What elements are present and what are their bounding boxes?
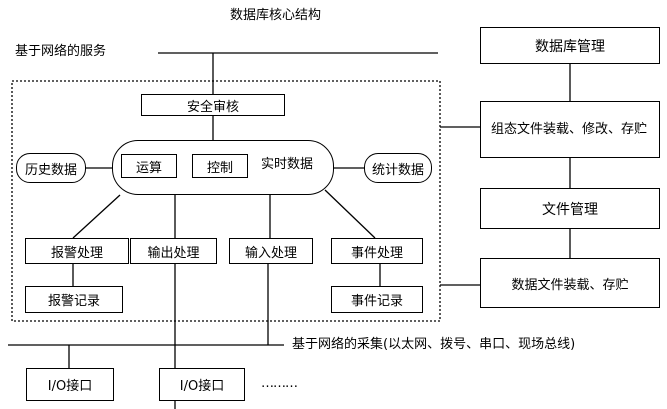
more-interfaces-ellipsis: ……… <box>261 376 298 391</box>
io-interface-box-1: I/O接口 <box>26 368 114 401</box>
event-record-box: 事件记录 <box>331 286 423 313</box>
db-management-box: 数据库管理 <box>480 27 660 64</box>
diagram-title: 数据库核心结构 <box>230 8 322 23</box>
alarm-record-box: 报警记录 <box>25 286 123 313</box>
branch-event-line <box>324 189 376 239</box>
compute-box: 运算 <box>121 154 177 178</box>
output-process-box: 输出处理 <box>130 238 217 264</box>
event-process-box: 事件处理 <box>331 238 423 264</box>
data-file-load-box: 数据文件装载、存贮 <box>480 258 660 308</box>
alarm-process-box: 报警处理 <box>25 238 129 264</box>
history-data-box: 历史数据 <box>16 153 86 183</box>
stats-data-box: 统计数据 <box>364 153 432 183</box>
control-box: 控制 <box>192 154 248 178</box>
config-file-load-box: 组态文件装载、修改、存贮 <box>480 101 660 158</box>
security-audit-box: 安全审核 <box>141 94 285 116</box>
input-process-box: 输入处理 <box>229 238 313 264</box>
network-service-label: 基于网络的服务 <box>15 44 107 59</box>
branch-alarm-line <box>72 194 121 239</box>
file-management-box: 文件管理 <box>480 188 660 229</box>
acquisition-label: 基于网络的采集(以太网、拨号、串口、现场总线) <box>292 337 576 352</box>
io-interface-box-2: I/O接口 <box>159 368 245 401</box>
realtime-data-label: 实时数据 <box>261 157 314 172</box>
core-boundary <box>11 80 441 322</box>
